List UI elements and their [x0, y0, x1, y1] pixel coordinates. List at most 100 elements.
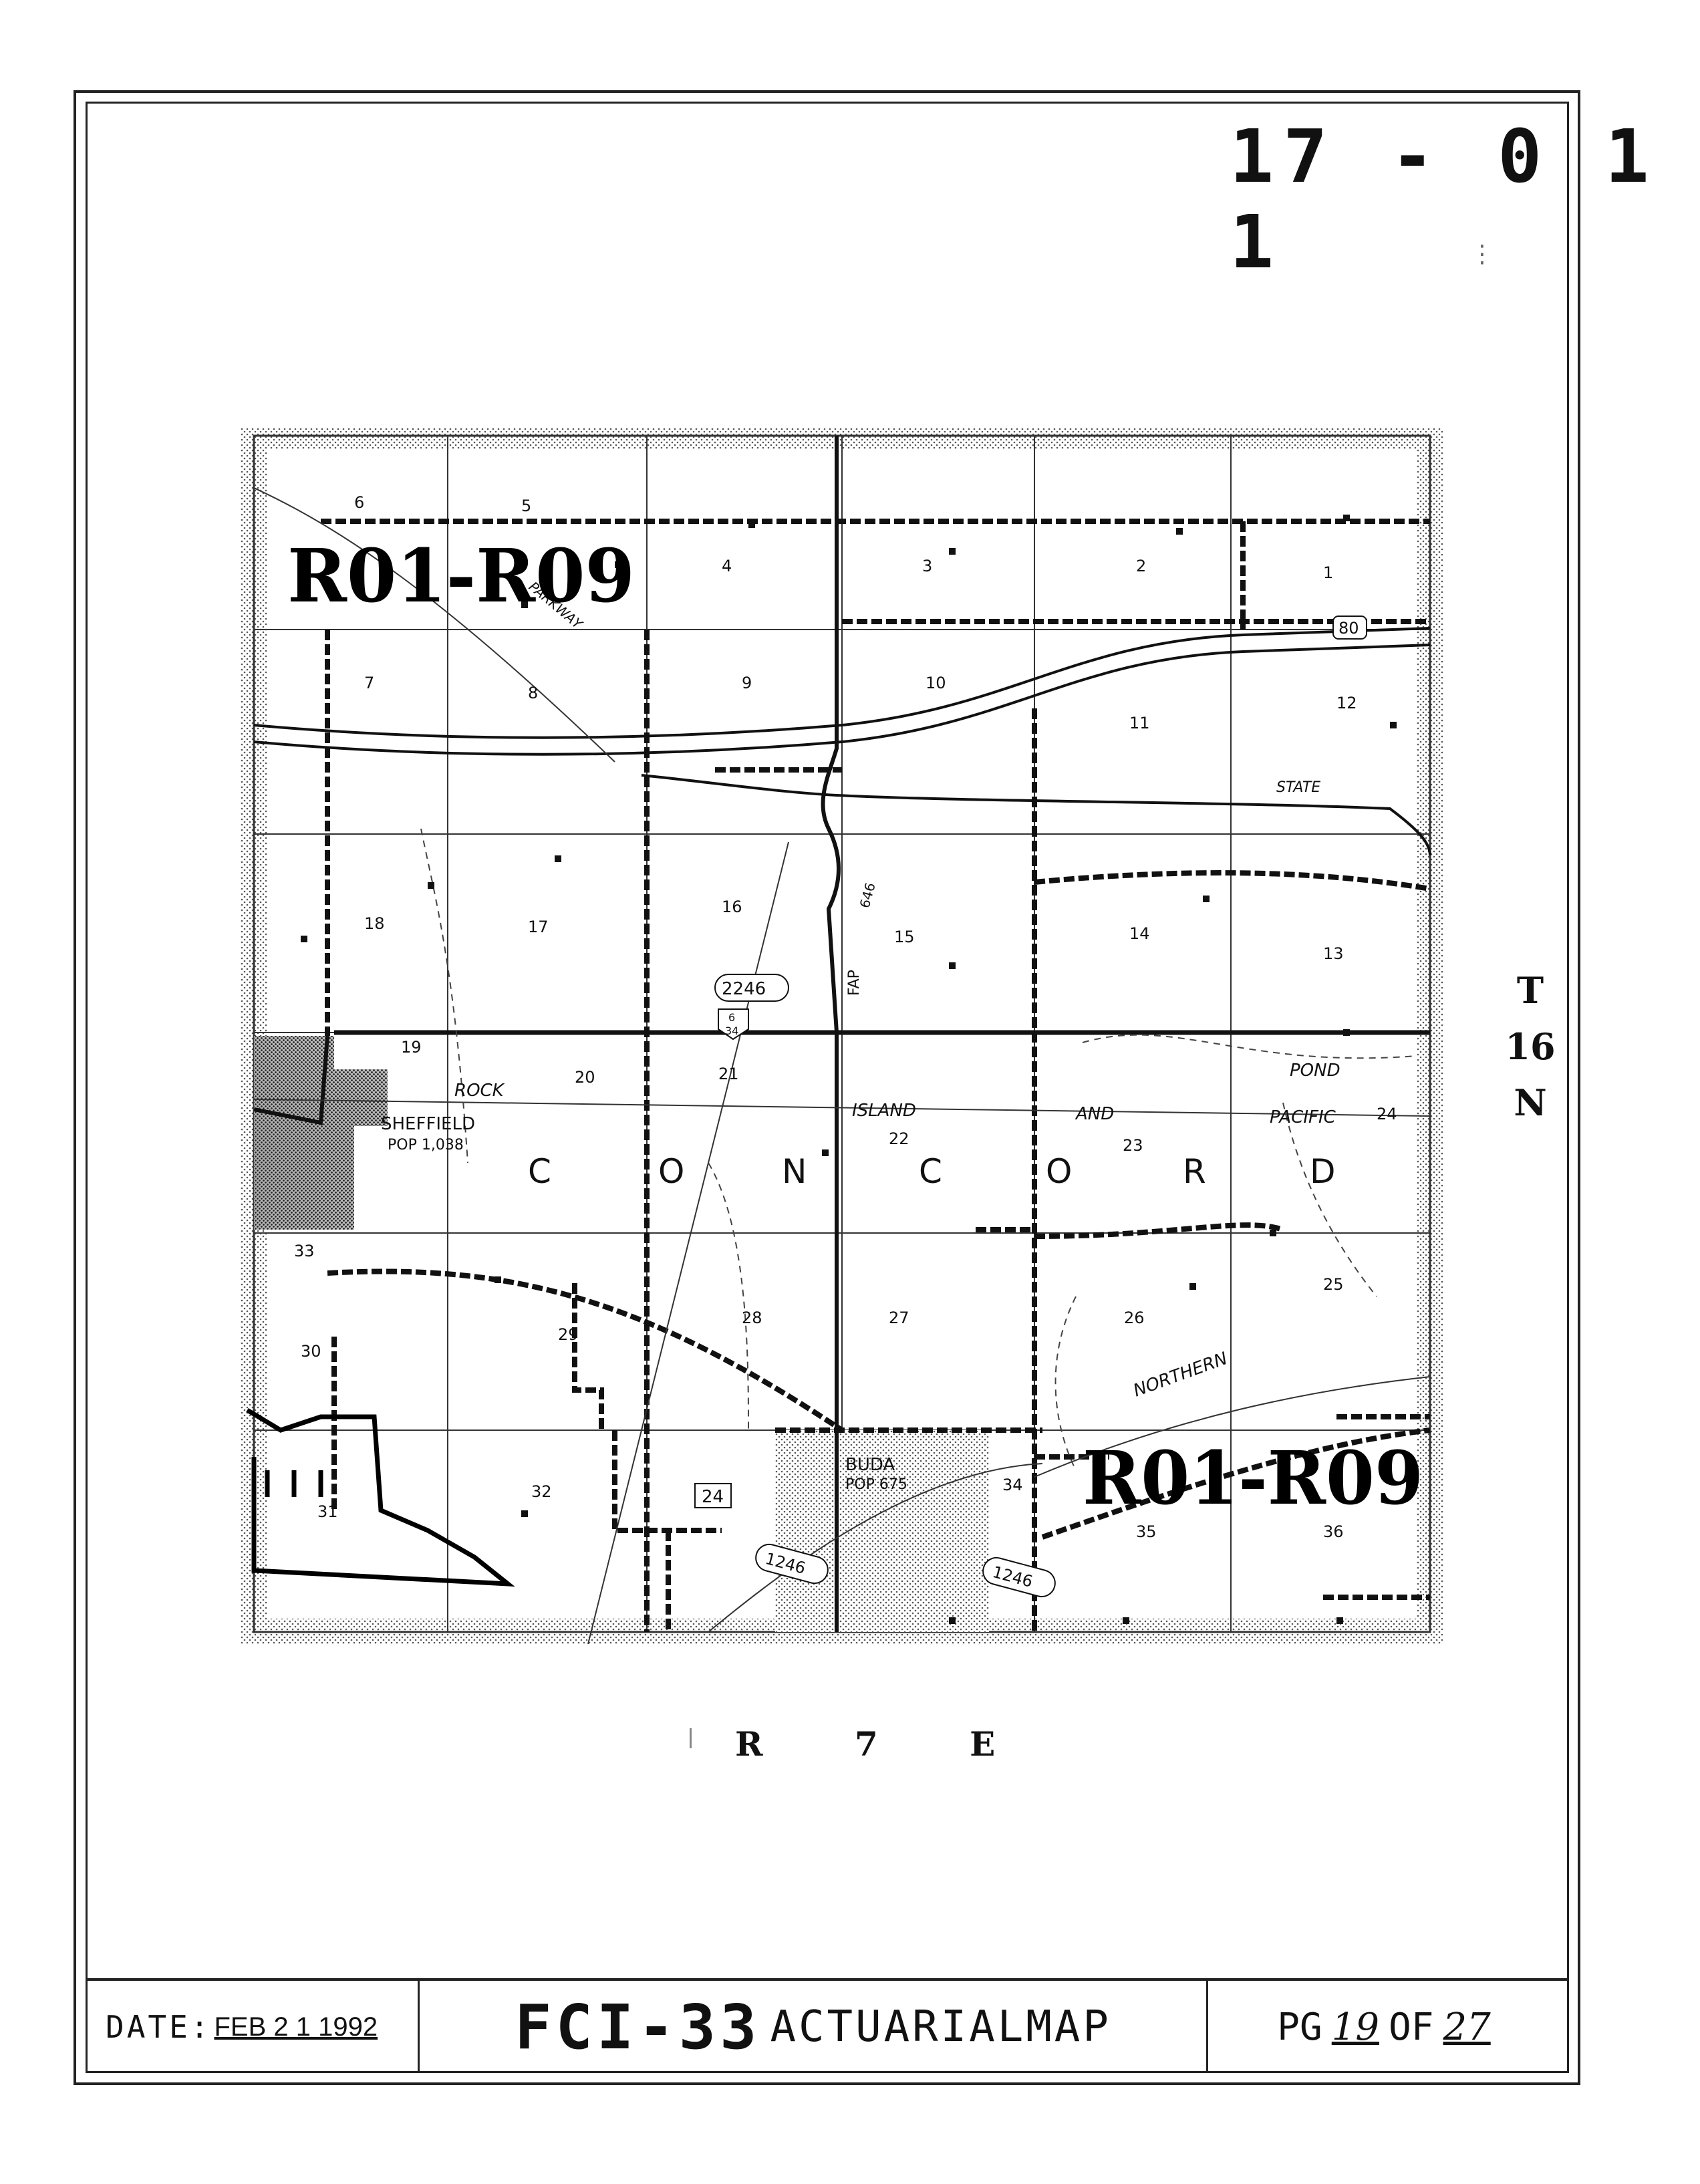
range-label: R 7 E	[735, 1724, 1036, 1764]
township-label: T 16 N	[1490, 962, 1570, 1131]
section-numbers: 1 2 3 4 5 6 7 8 9 10 11 12 13 14 15 16 1…	[294, 493, 1397, 1541]
section-label: 18	[364, 914, 385, 933]
state-route-shield: 24	[702, 1487, 724, 1507]
section-label: 6	[354, 493, 364, 512]
road-labels: 80 2246 6 34 FAP 646 PARKWAY STATE 24 12…	[526, 578, 1367, 1598]
township-label-num: 16	[1505, 1025, 1556, 1068]
section-label: 34	[1002, 1476, 1023, 1494]
county-roads	[321, 519, 1431, 1632]
section-label: 33	[294, 1242, 315, 1260]
rail-label: NORTHERN	[1131, 1349, 1230, 1401]
section-label: 23	[1123, 1136, 1143, 1155]
title-cell: FCI-33 ACTUARIALMAP	[420, 1981, 1208, 2073]
county-road-shield: 2246	[722, 979, 766, 999]
place-labels: SHEFFIELD POP 1,038 BUDA POP 675	[381, 1114, 907, 1493]
state-label: STATE	[1276, 779, 1320, 796]
section-label: 16	[722, 898, 742, 916]
rail-label: ISLAND	[852, 1101, 916, 1121]
inner-frame	[86, 102, 1569, 2073]
stamp-label-top: R01-R09	[287, 533, 635, 619]
section-label: 32	[531, 1482, 552, 1501]
section-label: 30	[301, 1342, 321, 1361]
rail-label: AND	[1075, 1104, 1114, 1124]
us-route-top: 6	[728, 1011, 735, 1024]
township-letter: N	[782, 1152, 807, 1191]
section-label: 19	[401, 1038, 422, 1057]
place-name-buda: BUDA	[845, 1455, 895, 1475]
section-label: 1	[1323, 563, 1333, 582]
form-name: ACTUARIALMAP	[770, 2002, 1111, 2052]
map-id: 17 - 0 1 1	[1230, 114, 1659, 285]
section-label: 12	[1336, 694, 1357, 712]
interstate-80	[253, 627, 1431, 756]
fap-number: 646	[857, 881, 879, 910]
footer: DATE: FEB 2 1 1992 FCI-33 ACTUARIALMAP P…	[86, 1978, 1569, 2073]
date-value: FEB 2 1 1992	[214, 2012, 378, 2042]
railroads	[253, 487, 1431, 1644]
section-label: 11	[1129, 714, 1150, 732]
township-letter: R	[1183, 1152, 1206, 1191]
township-label-n: N	[1514, 1081, 1547, 1124]
interstate-shield: 80	[1338, 619, 1359, 638]
section-label: 4	[722, 557, 732, 575]
section-label: 5	[521, 497, 531, 515]
page-label: PG	[1277, 2005, 1322, 2049]
section-label: 14	[1129, 924, 1150, 943]
section-label: 9	[742, 674, 752, 692]
form-code: FCI-33	[515, 1991, 761, 2063]
section-label: 36	[1323, 1522, 1344, 1541]
rail-labels: ROCK ISLAND AND PACIFIC NORTHERN POND	[454, 1061, 1340, 1401]
section-label: 21	[718, 1065, 739, 1083]
main-roads	[253, 436, 1431, 1632]
section-label: 2	[1136, 557, 1146, 575]
outer-frame	[74, 90, 1580, 2085]
range-tick	[690, 1728, 692, 1748]
section-label: 28	[742, 1309, 762, 1327]
margin-mark: ⋮	[1470, 241, 1494, 268]
section-label: 26	[1124, 1309, 1145, 1327]
section-label: 8	[528, 684, 538, 702]
township-label-t: T	[1516, 969, 1544, 1012]
section-label: 27	[889, 1309, 909, 1327]
stamps: R01-R09 R01-R09	[287, 533, 1423, 1521]
stamp-label-bottom: R01-R09	[1083, 1435, 1423, 1521]
page-of: OF	[1389, 2005, 1434, 2049]
page-total: 27	[1443, 2005, 1491, 2049]
place-pop-sheffield: POP 1,038	[388, 1137, 464, 1153]
section-label: 13	[1323, 944, 1344, 963]
section-label: 20	[575, 1068, 595, 1087]
place-pop-buda: POP 675	[845, 1476, 907, 1493]
township-map: 1 2 3 4 5 6 7 8 9 10 11 12 13 14 15 16 1…	[241, 428, 1443, 1644]
page-number: 19	[1331, 2005, 1379, 2049]
section-label: 31	[317, 1502, 338, 1521]
section-label: 15	[894, 928, 915, 946]
place-name-sheffield: SHEFFIELD	[381, 1114, 475, 1134]
township-letter: C	[919, 1152, 942, 1191]
township-letter: D	[1310, 1152, 1336, 1191]
date-label: DATE:	[106, 2009, 212, 2045]
section-label: 25	[1323, 1275, 1344, 1294]
fap-label: FAP	[846, 970, 863, 996]
township-letter: C	[528, 1152, 551, 1191]
handwritten-boundary	[246, 1407, 515, 1587]
section-label: 3	[922, 557, 932, 575]
township-name: C O N C O R D	[528, 1152, 1336, 1191]
page-cell: PG 19 OF 27	[1208, 1981, 1569, 2073]
us-route-bottom: 34	[725, 1025, 738, 1037]
buda-area	[775, 1430, 989, 1632]
rail-label: ROCK	[454, 1081, 505, 1101]
date-cell: DATE: FEB 2 1 1992	[86, 1981, 420, 2073]
section-label: 29	[558, 1325, 579, 1344]
section-label: 24	[1377, 1105, 1397, 1123]
section-label: 10	[926, 674, 946, 692]
section-label: 35	[1136, 1522, 1157, 1541]
section-label: 7	[364, 674, 374, 692]
section-label: 22	[889, 1129, 909, 1148]
township-letter: O	[658, 1152, 684, 1191]
sheffield-area	[254, 1036, 388, 1230]
section-label: 17	[528, 918, 549, 936]
streams	[420, 828, 1417, 1471]
rail-label: PACIFIC	[1270, 1107, 1336, 1127]
rail-label: POND	[1290, 1061, 1340, 1081]
farmsteads	[301, 515, 1397, 1624]
